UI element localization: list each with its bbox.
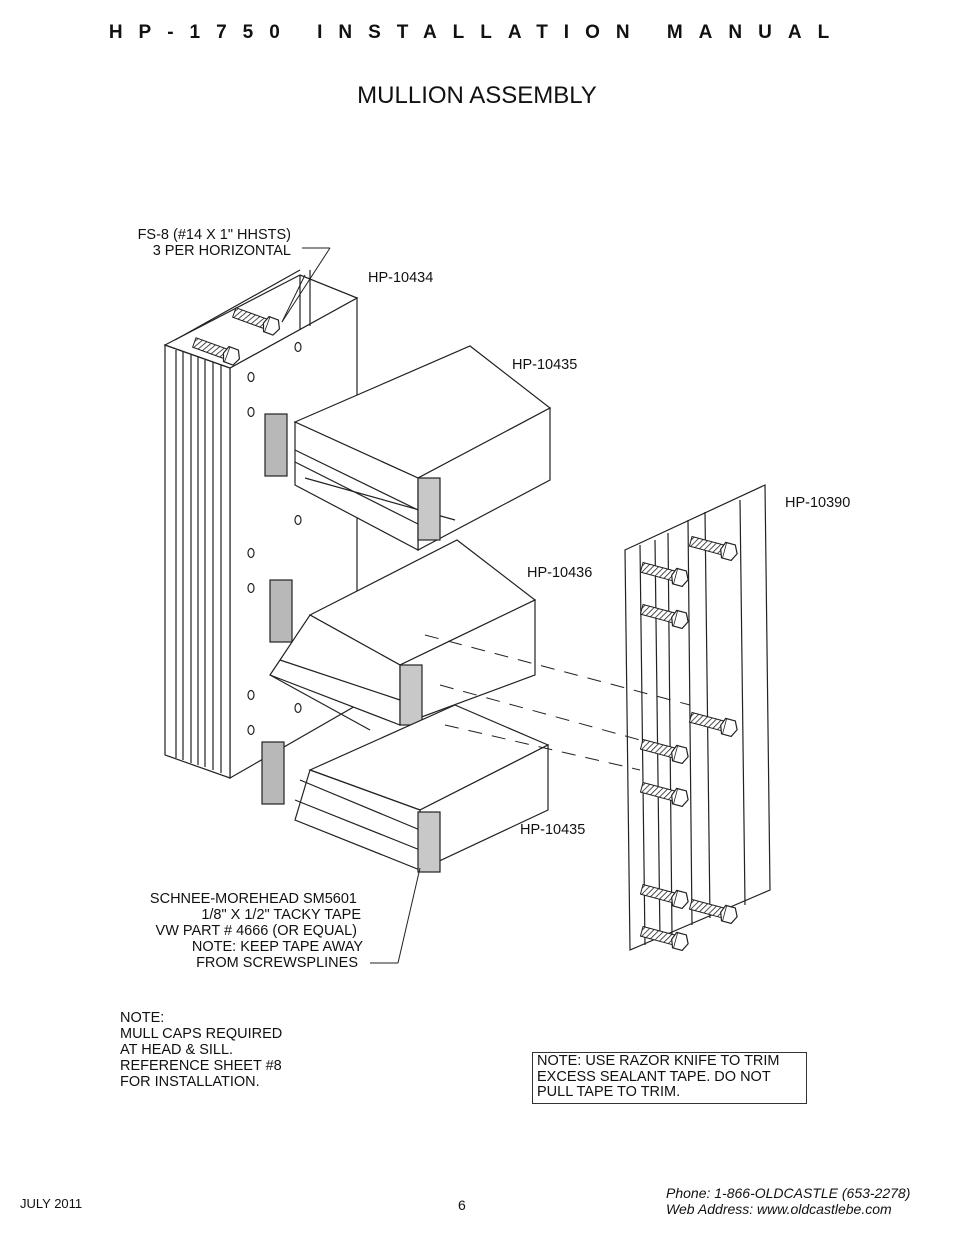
tacky-tape-label: SCHNEE-MOREHEAD SM5601 1/8" X 1/2" TACKY… xyxy=(149,891,363,971)
fastener-label: FS-8 (#14 X 1" HHSTS) 3 PER HORIZONTAL xyxy=(137,227,291,259)
razor-knife-note: NOTE: USE RAZOR KNIFE TO TRIM EXCESS SEA… xyxy=(532,1052,807,1104)
page-title: MULLION ASSEMBLY xyxy=(357,82,597,109)
manual-header: HP-1750 INSTALLATION MANUAL xyxy=(108,22,846,43)
phone-text: Phone: 1-866-OLDCASTLE (653-2278) xyxy=(666,1185,911,1201)
hp-10434-label: HP-10434 xyxy=(368,270,434,286)
hp-10434-mullion xyxy=(163,269,359,805)
page-number: 6 xyxy=(458,1197,466,1213)
tacky-tape-icon xyxy=(264,413,288,477)
hp-10436-label: HP-10436 xyxy=(527,565,593,581)
hp-10435-bottom-horizontal xyxy=(294,704,550,873)
hp-10435-top-label: HP-10435 xyxy=(512,357,578,373)
hp-10390-label: HP-10390 xyxy=(785,495,851,511)
footer-date: JULY 2011 xyxy=(20,1196,83,1211)
hp-10435-bottom-label: HP-10435 xyxy=(520,822,586,838)
mull-caps-note: NOTE: MULL CAPS REQUIRED AT HEAD & SILL.… xyxy=(120,1010,283,1090)
footer-contact: Phone: 1-866-OLDCASTLE (653-2278) Web Ad… xyxy=(666,1185,910,1217)
hp-10436-horizontal xyxy=(269,539,537,731)
web-address: Web Address: www.oldcastlebe.com xyxy=(666,1201,892,1217)
hp-10435-top-horizontal xyxy=(293,345,552,551)
